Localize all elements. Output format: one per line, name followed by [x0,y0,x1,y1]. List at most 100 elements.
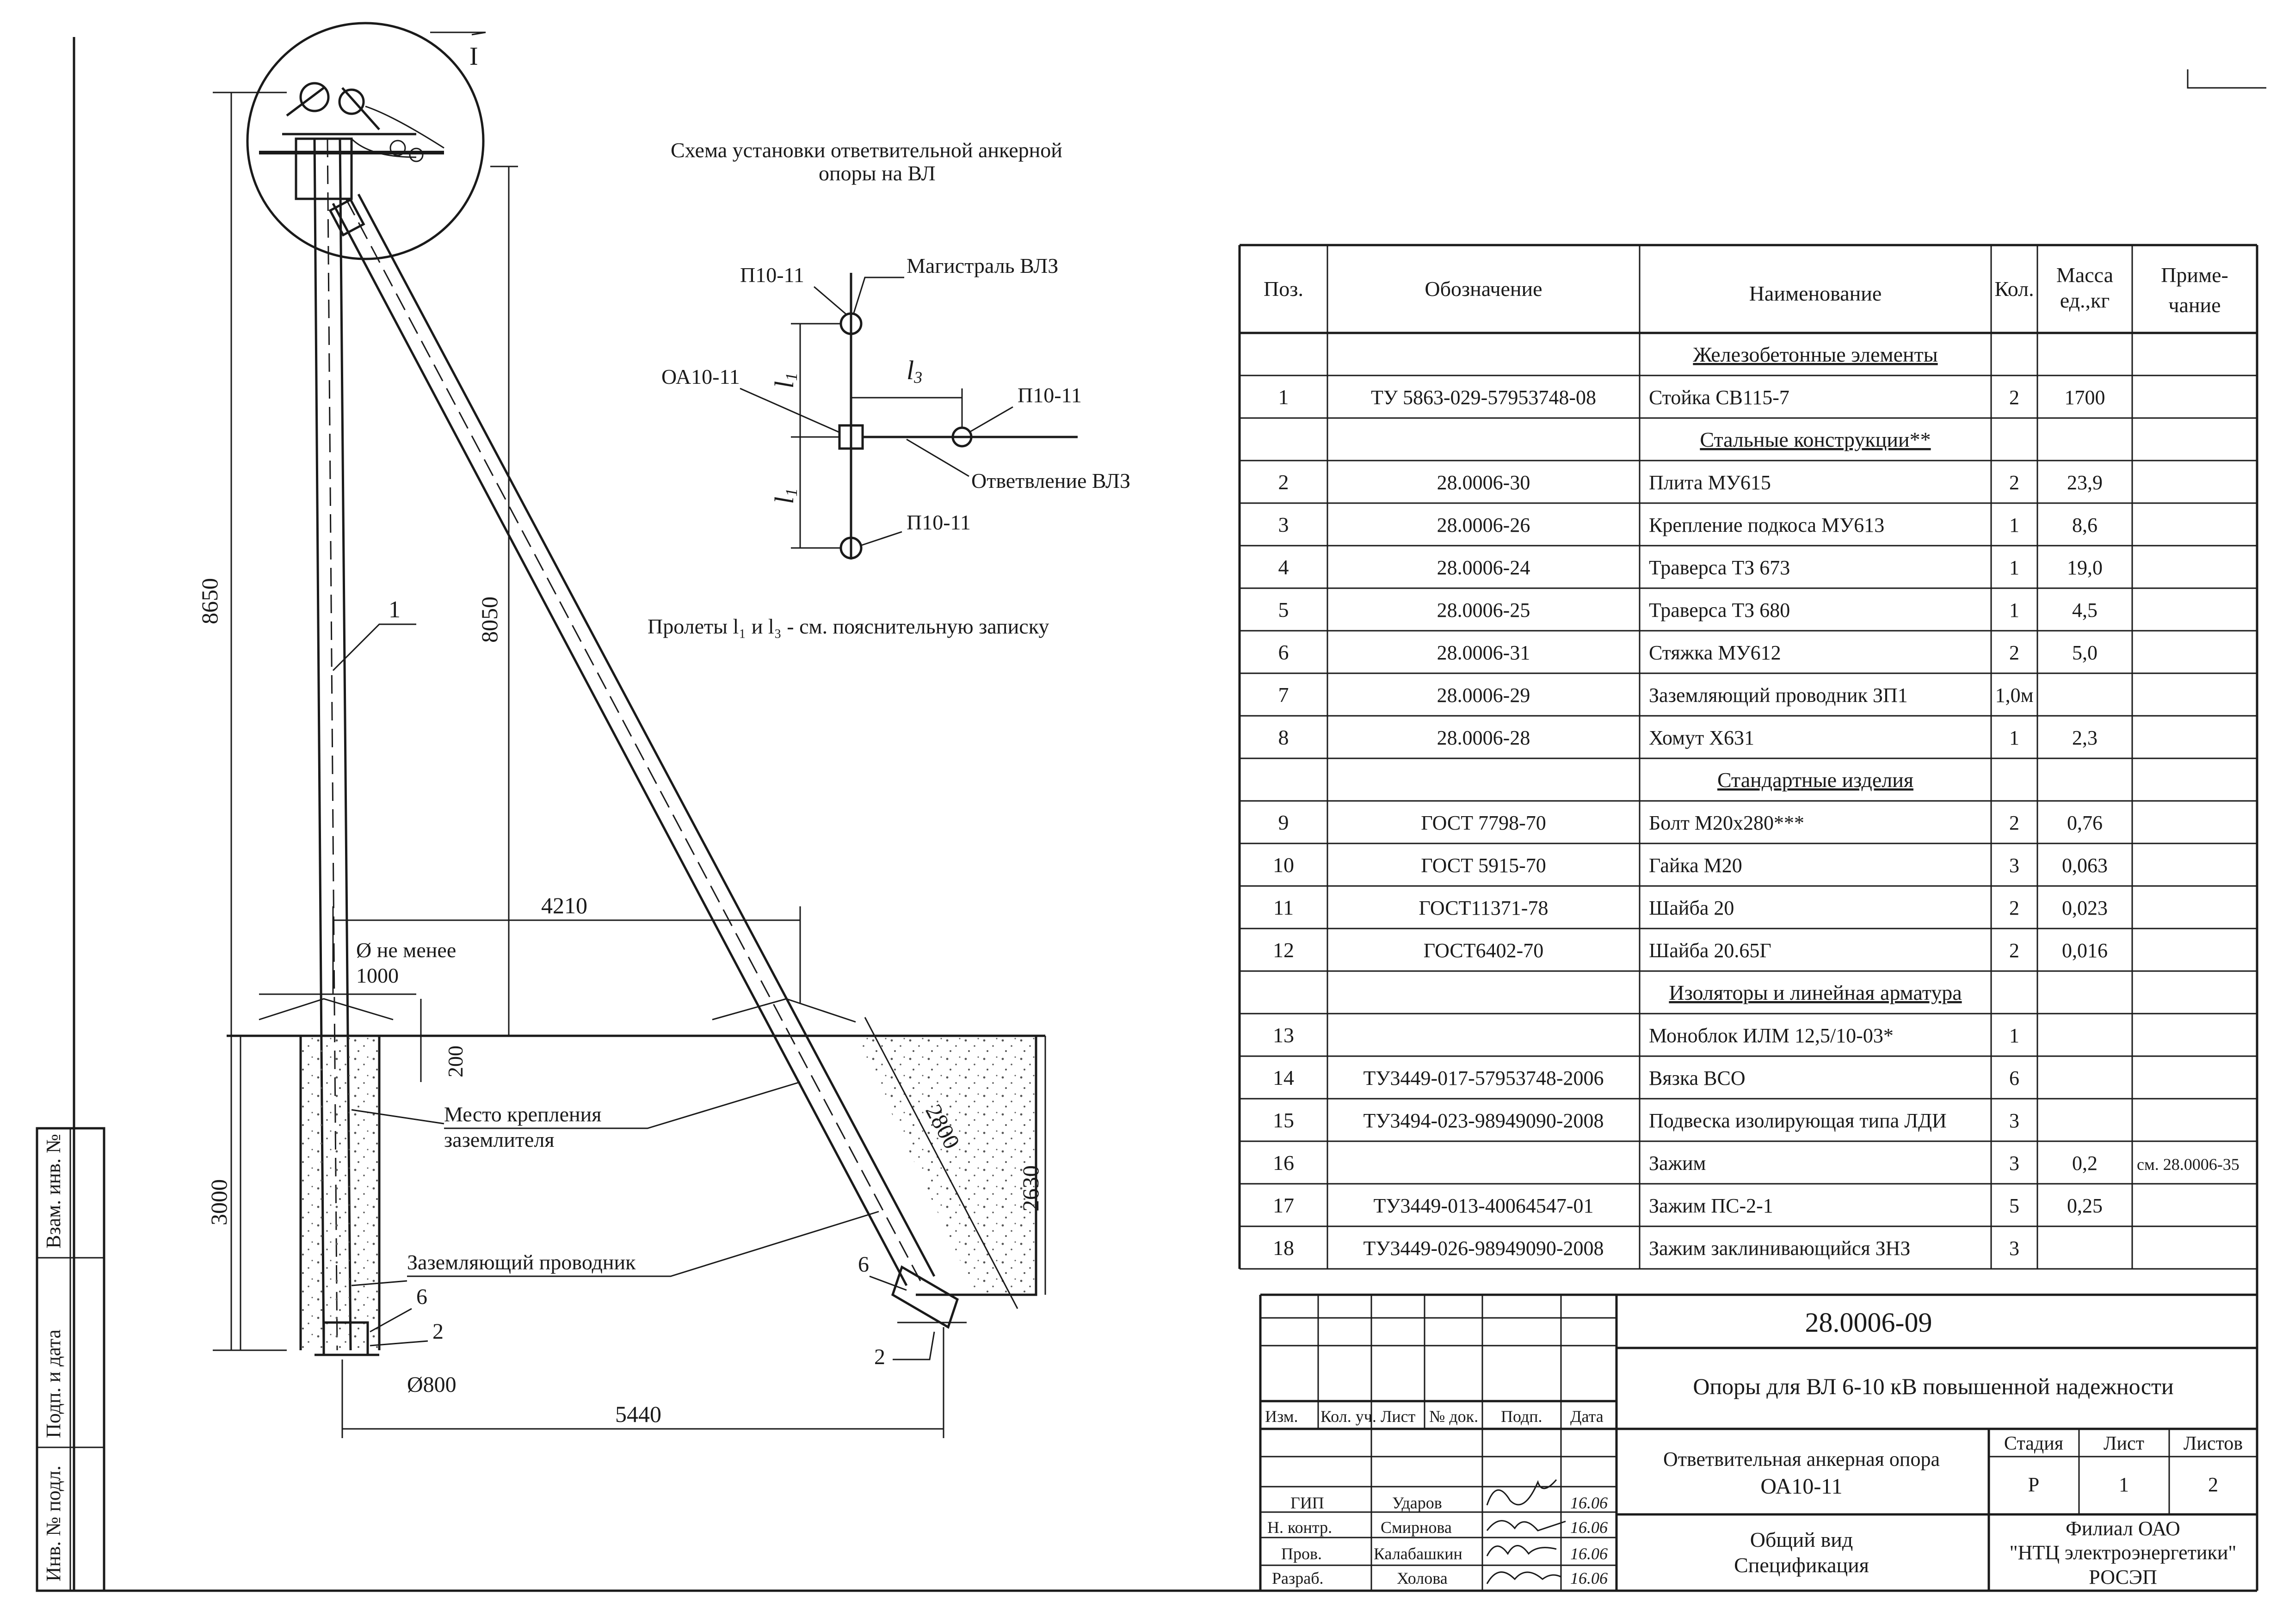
scheme-branch-label: Ответвление ВЛЗ [971,469,1130,492]
spec-header-mass-2: ед.,кг [2060,289,2110,312]
spec-cell-mass: 5,0 [2072,641,2098,664]
ground-place-line1: Место крепления [444,1102,601,1126]
spec-cell-mass: 8,6 [2072,514,2098,536]
spec-cell-qty: 5 [2009,1194,2019,1217]
scheme-l3: l3 [907,355,922,387]
spec-cell-code: ТУ3449-013-40064547-01 [1374,1194,1594,1217]
scheme-title-line2: опоры на ВЛ [819,161,936,185]
dia-800: Ø800 [407,1372,457,1397]
spec-cell-name: Вязка ВСО [1649,1067,1746,1089]
spec-cell-code: ТУ3494-023-98949090-2008 [1363,1109,1604,1132]
spec-cell-name: Стойка СВ115-7 [1649,386,1789,409]
spec-cell-name: Зажим заклинивающийся ЗНЗ [1649,1237,1910,1260]
scheme-p10-bottom-label: П10-11 [907,511,971,534]
spec-cell-code: 28.0006-30 [1437,471,1530,494]
spec-cell-code: 28.0006-24 [1437,556,1530,579]
callout-2-right: 2 [874,1345,885,1369]
spec-cell-code: ГОСТ 7798-70 [1421,812,1546,834]
spec-cell-qty: 6 [2009,1067,2019,1089]
spec-cell-name: Подвеска изолирующая типа ЛДИ [1649,1109,1947,1132]
tb-object-line1: Ответвительная анкерная опора [1663,1448,1940,1470]
tb-role-razrab: Разраб. [1272,1569,1324,1587]
tb-date-razrab: 16.06 [1570,1569,1608,1587]
tb-sheets: 2 [2208,1473,2218,1496]
callout-2-left: 2 [432,1319,444,1344]
spec-cell-code: 28.0006-26 [1437,514,1530,536]
spec-cell-pos: 14 [1273,1066,1294,1089]
spec-cell-pos: 6 [1278,640,1289,664]
pole-drawing: I [197,22,1046,1438]
spec-cell-qty: 1 [2009,556,2019,579]
side-stamp-vzam-inv: Взам. инв. № [42,1134,65,1249]
tb-doc-name-line2: Спецификация [1734,1553,1869,1577]
tb-date-prov: 16.06 [1570,1544,1608,1563]
spec-cell-code: ГОСТ 5915-70 [1421,854,1546,877]
spec-header-note-1: Приме- [2161,263,2228,287]
spec-cell-qty: 1 [2009,599,2019,621]
scheme-spans-note: Пролеты l₁ и l₃ - см. пояснительную запи… [648,615,1049,638]
spec-cell-code: ГОСТ6402-70 [1424,939,1544,962]
spec-cell-mass: 23,9 [2067,471,2103,494]
ground-wire-label: Заземляющий проводник [407,1250,636,1274]
dia-note-line1: Ø не менее [356,938,456,962]
tb-org-line3: РОСЭП [2089,1566,2157,1588]
spec-section-title: Изоляторы и линейная арматура [1669,981,1962,1004]
spec-cell-name: Траверса ТЗ 673 [1649,556,1790,579]
tb-sheets-label: Листов [2184,1433,2243,1454]
spec-cell-qty: 2 [2009,939,2019,962]
spec-cell-pos: 18 [1273,1236,1294,1260]
spec-cell-mass: 0,063 [2062,854,2108,877]
tb-role-nkontr: Н. контр. [1267,1518,1332,1537]
spec-header-qty: Кол. [1994,277,2034,301]
callout-6-left: 6 [416,1285,427,1309]
tb-name-razrab: Холова [1397,1569,1448,1587]
spec-cell-name: Стяжка МУ612 [1649,641,1781,664]
tb-sheet: 1 [2119,1473,2129,1496]
side-stamp: Инв. № подл. Подп. и дата Взам. инв. № [36,1127,105,1592]
spec-header-pos: Поз. [1264,277,1303,301]
spec-cell-pos: 16 [1273,1151,1294,1175]
tb-doc-code: 28.0006-09 [1805,1307,1932,1338]
spec-cell-qty: 1 [2009,514,2019,536]
spec-section-title: Стальные конструкции** [1700,428,1931,451]
scheme-main-label: Магистраль ВЛЗ [907,254,1058,277]
tb-project: Опоры для ВЛ 6-10 кВ повышенной надежнос… [1693,1373,2173,1399]
spec-cell-pos: 10 [1273,853,1294,877]
spec-cell-qty: 2 [2009,812,2019,834]
spec-header-name: Наименование [1749,282,1882,305]
spec-cell-name: Моноблок ИЛМ 12,5/10-03* [1649,1024,1894,1047]
side-stamp-inv-podl: Инв. № подл. [42,1465,65,1581]
tb-col-data: Дата [1570,1407,1604,1426]
scheme-l1-top: l1 [769,373,801,388]
spec-cell-pos: 11 [1273,896,1294,919]
tb-date-nkontr: 16.06 [1570,1518,1608,1537]
spec-cell-qty: 3 [2009,1237,2019,1260]
tb-name-gip: Ударов [1392,1494,1442,1512]
tb-stage: Р [2028,1473,2039,1496]
tb-name-nkontr: Смирнова [1381,1518,1452,1537]
title-block: Изм. Кол. уч. Лист № док. Подп. Дата ГИП… [1259,1293,2257,1591]
dim-3000: 3000 [206,1179,232,1225]
spec-cell-code: 28.0006-28 [1437,726,1530,749]
tb-doc-name-line1: Общий вид [1750,1528,1853,1551]
spec-cell-mass: 1700 [2065,386,2105,409]
spec-section-title: Стандартные изделия [1717,768,1913,792]
dim-4210: 4210 [541,892,587,918]
spec-cell-name: Плита МУ615 [1649,471,1771,494]
spec-cell-mass: 2,3 [2072,726,2098,749]
ground-place-line2: заземлителя [444,1128,555,1151]
scheme-oa-label: ОА10-11 [661,365,740,388]
spec-cell-code: 28.0006-25 [1437,599,1530,621]
spec-cell-pos: 17 [1273,1193,1294,1217]
spec-cell-code: ГОСТ11371-78 [1419,897,1549,919]
spec-cell-pos: 12 [1273,938,1294,962]
tb-sheet-label: Лист [2104,1433,2144,1454]
spec-cell-mass: 19,0 [2067,556,2103,579]
spec-cell-qty: 3 [2009,1109,2019,1132]
spec-cell-name: Хомут Х631 [1649,726,1754,749]
spec-cell-qty: 2 [2009,471,2019,494]
tb-col-kol: Кол. уч. [1320,1407,1376,1426]
spec-cell-qty: 3 [2009,1152,2019,1175]
